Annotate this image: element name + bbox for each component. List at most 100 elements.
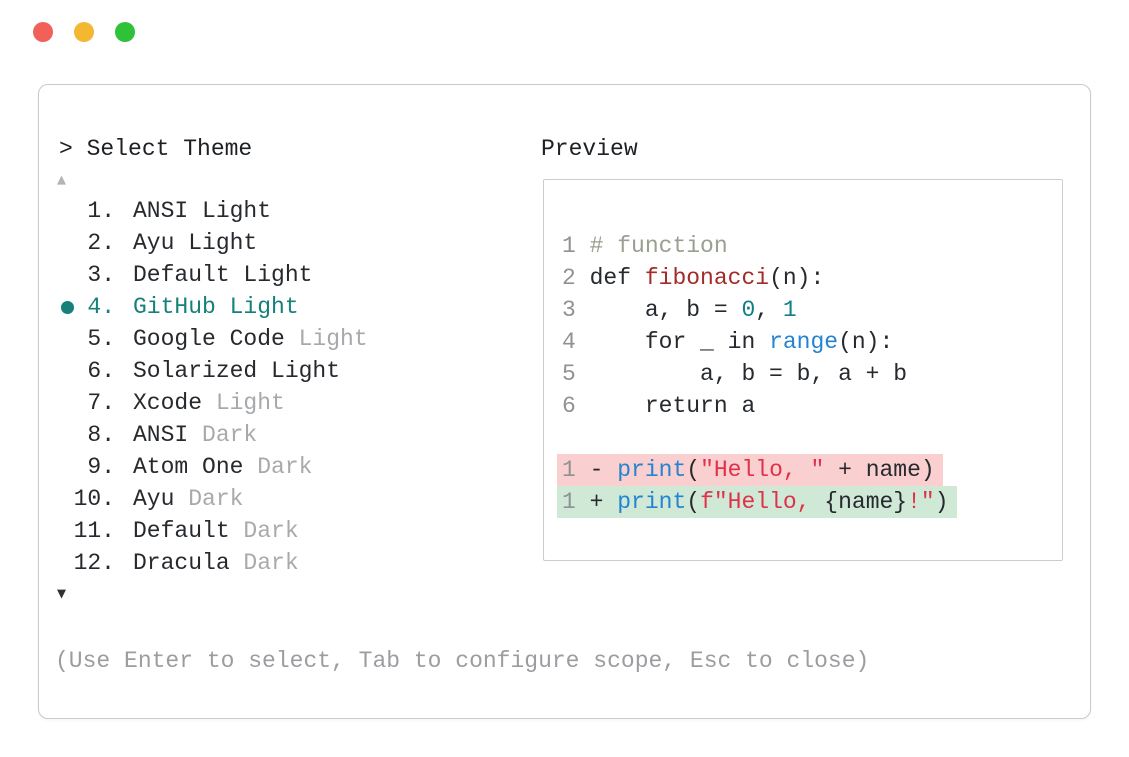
scroll-down-arrow[interactable]: ▼ xyxy=(57,584,67,602)
theme-option-12[interactable]: 12. Dracula Dark xyxy=(39,547,519,579)
code-token-plain: {name} xyxy=(824,489,908,515)
theme-number: 12. xyxy=(73,550,115,576)
theme-option-2[interactable]: 2. Ayu Light xyxy=(39,227,519,259)
code-token-plain: , xyxy=(755,297,783,323)
theme-name: GitHub Light xyxy=(133,294,299,320)
theme-number: 1. xyxy=(87,198,115,224)
select-theme-prompt: > Select Theme xyxy=(59,136,253,162)
theme-name: ANSI xyxy=(133,422,189,448)
zoom-window-button[interactable] xyxy=(115,22,135,42)
theme-number: 8. xyxy=(87,422,115,448)
code-token-builtin: range xyxy=(769,329,839,355)
code-token-num: 0 xyxy=(741,297,756,323)
line-number: 4 xyxy=(562,329,576,355)
diff-line-added: 1 + print(f"Hello, {name}!") xyxy=(557,486,1062,518)
theme-number: 3. xyxy=(87,262,115,288)
theme-option-3[interactable]: 3. Default Light xyxy=(39,259,519,291)
line-number: 1 xyxy=(562,233,576,259)
theme-option-11[interactable]: 11. Default Dark xyxy=(39,515,519,547)
code-line: 5 a, b = b, a + b xyxy=(562,358,1062,390)
theme-number: 7. xyxy=(87,390,115,416)
theme-name-suffix: Dark xyxy=(229,518,299,544)
code-token-comment: # function xyxy=(589,233,728,259)
window-controls xyxy=(33,22,135,42)
theme-name: Ayu xyxy=(133,486,175,512)
code-line: 3 a, b = 0, 1 xyxy=(562,294,1062,326)
code-token-plain: ) xyxy=(934,489,949,515)
theme-option-7[interactable]: 7. Xcode Light xyxy=(39,387,519,419)
theme-name-suffix: Dark xyxy=(188,422,258,448)
code-token-plain: for _ in xyxy=(589,329,770,355)
theme-option-5[interactable]: 5. Google Code Light xyxy=(39,323,519,355)
code-token-plain: - xyxy=(589,457,618,483)
theme-name: Ayu Light xyxy=(133,230,258,256)
theme-number: 2. xyxy=(87,230,115,256)
theme-option-8[interactable]: 8. ANSI Dark xyxy=(39,419,519,451)
keyboard-hint: (Use Enter to select, Tab to configure s… xyxy=(55,648,870,674)
line-number: 1 xyxy=(562,489,576,515)
theme-name: ANSI Light xyxy=(133,198,272,224)
theme-name: Atom One xyxy=(133,454,244,480)
theme-number: 10. xyxy=(73,486,115,512)
code-token-plain: (n): xyxy=(838,329,894,355)
theme-number: 11. xyxy=(73,518,115,544)
selected-bullet-icon xyxy=(61,300,74,314)
code-token-string: f"Hello, xyxy=(700,489,825,515)
diff-line-removed: 1 - print("Hello, " + name) xyxy=(557,454,1062,486)
theme-option-4[interactable]: 4. GitHub Light xyxy=(39,291,519,323)
theme-name-suffix: Light xyxy=(284,326,368,352)
code-token-plain: (n): xyxy=(769,265,825,291)
diff-highlight-added: 1 + print(f"Hello, {name}!") xyxy=(557,486,957,518)
scroll-up-arrow[interactable]: ▲ xyxy=(57,170,67,188)
line-number: 1 xyxy=(562,457,576,483)
close-window-button[interactable] xyxy=(33,22,53,42)
theme-name-suffix: Dark xyxy=(174,486,244,512)
minimize-window-button[interactable] xyxy=(74,22,94,42)
theme-name-suffix: Dark xyxy=(243,454,313,480)
theme-picker-dialog: > Select Theme Preview ▲ 1. ANSI Light 2. A… xyxy=(38,84,1091,719)
line-number: 5 xyxy=(562,361,576,387)
code-token-string: "Hello, " xyxy=(700,457,825,483)
code-token-plain: return a xyxy=(589,393,756,419)
theme-option-6[interactable]: 6. Solarized Light xyxy=(39,355,519,387)
code-token-plain: def xyxy=(589,265,645,291)
code-token-builtin: print xyxy=(617,489,687,515)
theme-name: Xcode xyxy=(133,390,203,416)
theme-name: Google Code xyxy=(133,326,285,352)
theme-option-9[interactable]: 9. Atom One Dark xyxy=(39,451,519,483)
theme-number: 5. xyxy=(87,326,115,352)
theme-name-suffix: Light xyxy=(202,390,285,416)
line-number: 3 xyxy=(562,297,576,323)
code-token-plain: a, b = b, a + b xyxy=(589,361,908,387)
code-line: 1 # function xyxy=(562,230,1062,262)
code-token-plain: ( xyxy=(686,489,701,515)
theme-number: 6. xyxy=(87,358,115,384)
theme-option-10[interactable]: 10. Ayu Dark xyxy=(39,483,519,515)
code-token-builtin: print xyxy=(617,457,687,483)
theme-name-suffix: Dark xyxy=(229,550,299,576)
line-number: 6 xyxy=(562,393,576,419)
code-token-num: 1 xyxy=(782,297,797,323)
code-token-func: fibonacci xyxy=(644,265,770,291)
code-line: 2 def fibonacci(n): xyxy=(562,262,1062,294)
code-token-plain: + name) xyxy=(824,457,935,483)
code-token-plain: a, b = xyxy=(589,297,742,323)
theme-list: 1. ANSI Light 2. Ayu Light 3. Default Light 4.… xyxy=(39,195,519,579)
theme-name: Solarized Light xyxy=(133,358,341,384)
theme-number: 4. xyxy=(87,294,115,320)
code-line: 6 return a xyxy=(562,390,1062,422)
theme-option-1[interactable]: 1. ANSI Light xyxy=(39,195,519,227)
line-number: 2 xyxy=(562,265,576,291)
code-token-plain: ( xyxy=(686,457,701,483)
code-token-plain: + xyxy=(589,489,618,515)
theme-number: 9. xyxy=(87,454,115,480)
code-token-string: !" xyxy=(907,489,935,515)
theme-name: Default xyxy=(133,518,230,544)
preview-heading: Preview xyxy=(541,136,638,162)
theme-name: Dracula xyxy=(133,550,230,576)
code-blank-line xyxy=(562,422,1062,454)
theme-name: Default Light xyxy=(133,262,313,288)
diff-highlight-removed: 1 - print("Hello, " + name) xyxy=(557,454,943,486)
